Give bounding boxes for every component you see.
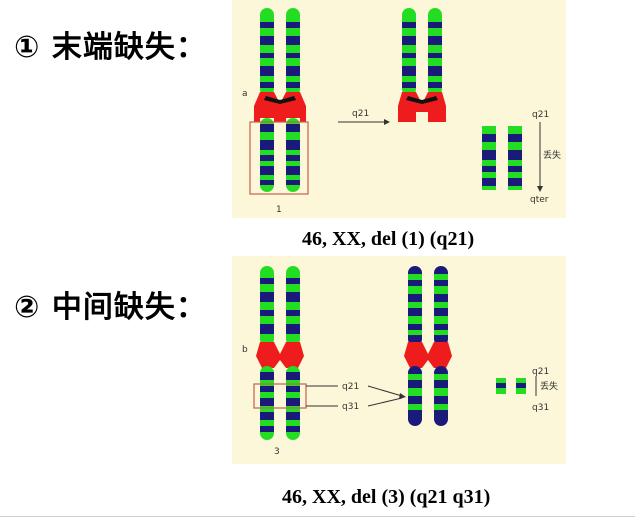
label-q21-arrow: q21: [352, 109, 369, 119]
label-q21-left: q21: [342, 382, 359, 392]
label-a: a: [242, 89, 248, 99]
interstitial-deletion-svg: b 3 q21 q31: [242, 266, 558, 457]
interstitial-deletion-diagram: b 3 q21 q31: [232, 256, 566, 464]
chromosome-3-deleted: [404, 266, 452, 426]
label-chromosome-1: 1: [276, 205, 282, 215]
label-qter: qter: [530, 195, 549, 205]
lost-fragments-1: [482, 126, 522, 190]
label-lost-1: 丢失: [543, 149, 561, 161]
chromosome-1-deleted: [398, 8, 446, 122]
label-b: b: [242, 345, 248, 355]
terminal-deletion-diagram: a 1 q21: [232, 0, 566, 218]
label-lost-2: 丢失: [540, 380, 558, 392]
section1-caption: 46, XX, del (1) (q21): [302, 228, 475, 250]
label-chromosome-3: 3: [274, 447, 280, 457]
chromosome-1-full: [249, 8, 309, 195]
label-q21-right: q21: [532, 110, 549, 120]
bottom-divider: [0, 516, 635, 517]
label-q31-left: q31: [342, 402, 359, 412]
section1-heading: ① 末端缺失：: [14, 30, 207, 65]
terminal-deletion-svg: a 1 q21: [242, 8, 561, 215]
label-q21-right-2: q21: [532, 367, 549, 377]
section2-heading: ② 中间缺失：: [14, 290, 207, 325]
label-q31-right: q31: [532, 403, 549, 413]
chromosome-3-full: [253, 266, 307, 440]
section2-caption: 46, XX, del (3) (q21 q31): [282, 486, 491, 508]
lost-fragments-3: [496, 378, 526, 394]
